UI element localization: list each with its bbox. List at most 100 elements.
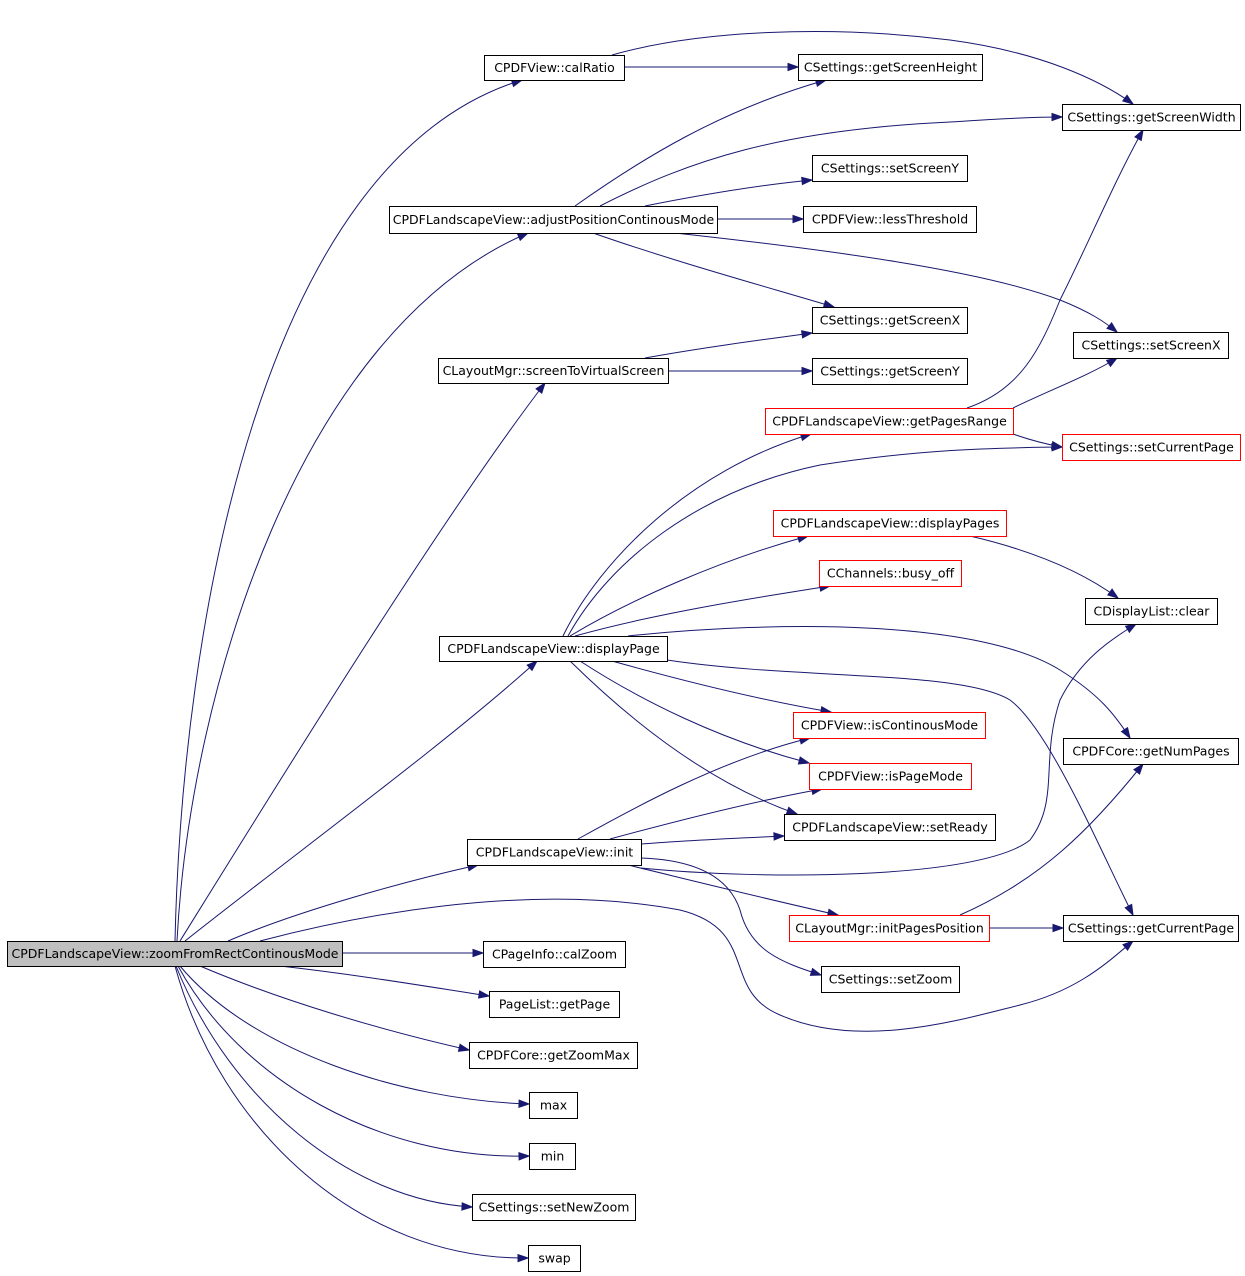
- arrowhead-icon: [792, 214, 805, 224]
- edge-line: [1012, 357, 1118, 409]
- node-box: [439, 636, 668, 662]
- arrowhead-icon: [801, 176, 814, 186]
- node-label: CPDFLandscapeView::displayPages: [781, 516, 1000, 531]
- node-box: [438, 358, 669, 384]
- node-setScreenX[interactable]: CSettings::setScreenX: [1073, 332, 1229, 359]
- node-swap[interactable]: swap: [528, 1245, 581, 1272]
- node-zoomFromRect[interactable]: CPDFLandscapeView::zoomFromRectContinous…: [7, 941, 343, 967]
- node-displayPages[interactable]: CPDFLandscapeView::displayPages: [773, 510, 1007, 537]
- edge-zoomFromRect-to-setNewZoom: [175, 965, 474, 1211]
- node-label: CPDFLandscapeView::adjustPositionContino…: [393, 212, 715, 227]
- edge-displayPage-to-isPageMode: [579, 660, 811, 765]
- node-isPageMode[interactable]: CPDFView::isPageMode: [809, 763, 972, 790]
- edge-adjustPos-to-lessThreshold: [716, 214, 805, 224]
- node-setScreenY[interactable]: CSettings::setScreenY: [812, 155, 968, 182]
- node-getCurrentPage[interactable]: CSettings::getCurrentPage: [1063, 915, 1239, 942]
- node-lessThreshold[interactable]: CPDFView::lessThreshold: [803, 206, 977, 233]
- node-label: CPDFView::calRatio: [494, 60, 615, 75]
- arrowhead-icon: [1106, 588, 1120, 599]
- edge-zoomFromRect-to-getPage: [279, 965, 491, 999]
- node-box: [528, 1245, 581, 1272]
- edge-displayPages-to-clear: [969, 535, 1120, 599]
- node-label: CSettings::getCurrentPage: [1068, 921, 1234, 936]
- arrowhead-icon: [1122, 940, 1135, 952]
- edge-adjustPos-to-getScreenWidth: [599, 112, 1064, 207]
- edge-displayPage-to-setReady: [569, 660, 799, 815]
- node-label: min: [541, 1149, 565, 1164]
- node-label: CDisplayList::clear: [1094, 604, 1211, 619]
- node-initPagesPos[interactable]: CLayoutMgr::initPagesPosition: [789, 915, 990, 942]
- node-label: CChannels::busy_off: [827, 566, 955, 581]
- node-getScreenHeight[interactable]: CSettings::getScreenHeight: [798, 54, 983, 81]
- node-box: [483, 941, 626, 968]
- node-init[interactable]: CPDFLandscapeView::init: [467, 839, 642, 866]
- node-isContinous[interactable]: CPDFView::isContinousMode: [793, 712, 986, 739]
- node-calZoom[interactable]: CPageInfo::calZoom: [483, 941, 626, 968]
- edge-line: [611, 660, 832, 713]
- arrowhead-icon: [1133, 762, 1144, 775]
- arrowhead-icon: [517, 1253, 530, 1263]
- arrowhead-icon: [526, 660, 539, 672]
- node-box: [472, 1194, 636, 1221]
- edge-displayPage-to-busyOff: [574, 583, 832, 637]
- node-box: [812, 358, 968, 385]
- edge-displayPage-to-setCurrentPage: [567, 442, 1064, 637]
- node-box: [773, 510, 1007, 537]
- node-clear[interactable]: CDisplayList::clear: [1085, 598, 1218, 625]
- node-box: [467, 839, 642, 866]
- node-label: CSettings::getScreenWidth: [1067, 110, 1235, 125]
- node-box: [789, 915, 990, 942]
- arrowhead-icon: [1052, 923, 1065, 933]
- node-getZoomMax[interactable]: CPDFCore::getZoomMax: [469, 1042, 638, 1069]
- node-getPagesRange[interactable]: CPDFLandscapeView::getPagesRange: [765, 408, 1014, 435]
- arrowhead-icon: [1105, 357, 1119, 368]
- node-calRatio[interactable]: CPDFView::calRatio: [484, 55, 625, 81]
- node-setZoom[interactable]: CSettings::setZoom: [821, 966, 960, 993]
- edge-zoomFromRect-to-min: [177, 965, 531, 1161]
- edge-line: [627, 626, 1131, 739]
- node-getScreenWidth[interactable]: CSettings::getScreenWidth: [1062, 104, 1241, 131]
- edge-line: [959, 763, 1144, 916]
- arrowhead-icon: [535, 381, 546, 394]
- node-adjustPos[interactable]: CPDFLandscapeView::adjustPositionContino…: [389, 206, 718, 234]
- node-displayPage[interactable]: CPDFLandscapeView::displayPage: [439, 636, 668, 662]
- node-box: [809, 763, 972, 790]
- edge-line: [611, 31, 1134, 105]
- edge-zoomFromRect-to-init: [227, 863, 480, 942]
- node-box: [1085, 598, 1218, 625]
- edge-init-to-setReady: [640, 832, 786, 845]
- edge-zoomFromRect-to-calZoom: [341, 948, 485, 958]
- node-getNumPages[interactable]: CPDFCore::getNumPages: [1063, 738, 1239, 765]
- edge-init-to-isContinous: [577, 736, 812, 840]
- edge-line: [259, 898, 1134, 1032]
- node-label: PageList::getPage: [499, 997, 611, 1012]
- edge-zoomFromRect-to-adjustPos: [176, 232, 530, 942]
- arrowhead-icon: [801, 366, 814, 376]
- node-setNewZoom[interactable]: CSettings::setNewZoom: [472, 1194, 636, 1221]
- arrowhead-icon: [1134, 128, 1144, 142]
- node-getPage[interactable]: PageList::getPage: [489, 991, 620, 1018]
- node-getScreenY[interactable]: CSettings::getScreenY: [812, 358, 968, 385]
- node-setReady[interactable]: CPDFLandscapeView::setReady: [784, 814, 996, 841]
- node-max[interactable]: max: [529, 1092, 578, 1119]
- arrowhead-icon: [1051, 112, 1064, 122]
- node-label: CSettings::setZoom: [829, 972, 953, 987]
- edge-zoomFromRect-to-getZoomMax: [199, 965, 471, 1052]
- node-getScreenX[interactable]: CSettings::getScreenX: [812, 307, 968, 334]
- node-label: CSettings::setNewZoom: [479, 1200, 630, 1215]
- edge-adjustPos-to-setScreenY: [644, 176, 814, 207]
- node-box: [1063, 738, 1239, 765]
- node-label: CSettings::setScreenY: [821, 161, 959, 176]
- node-min[interactable]: min: [529, 1143, 576, 1170]
- edge-line: [174, 79, 523, 942]
- edge-screenToVS-to-getScreenX: [644, 330, 814, 359]
- node-box: [469, 1042, 638, 1069]
- edge-displayPage-to-getCurrentPage: [666, 659, 1134, 917]
- edge-line: [640, 623, 1137, 876]
- edge-displayPage-to-displayPages: [569, 534, 810, 637]
- node-label: CSettings::getScreenX: [820, 313, 961, 328]
- node-busyOff[interactable]: CChannels::busy_off: [819, 560, 962, 587]
- node-setCurrentPage[interactable]: CSettings::setCurrentPage: [1062, 434, 1241, 461]
- node-screenToVS[interactable]: CLayoutMgr::screenToVirtualScreen: [438, 358, 669, 384]
- edge-calRatio-to-getScreenHeight: [624, 62, 800, 72]
